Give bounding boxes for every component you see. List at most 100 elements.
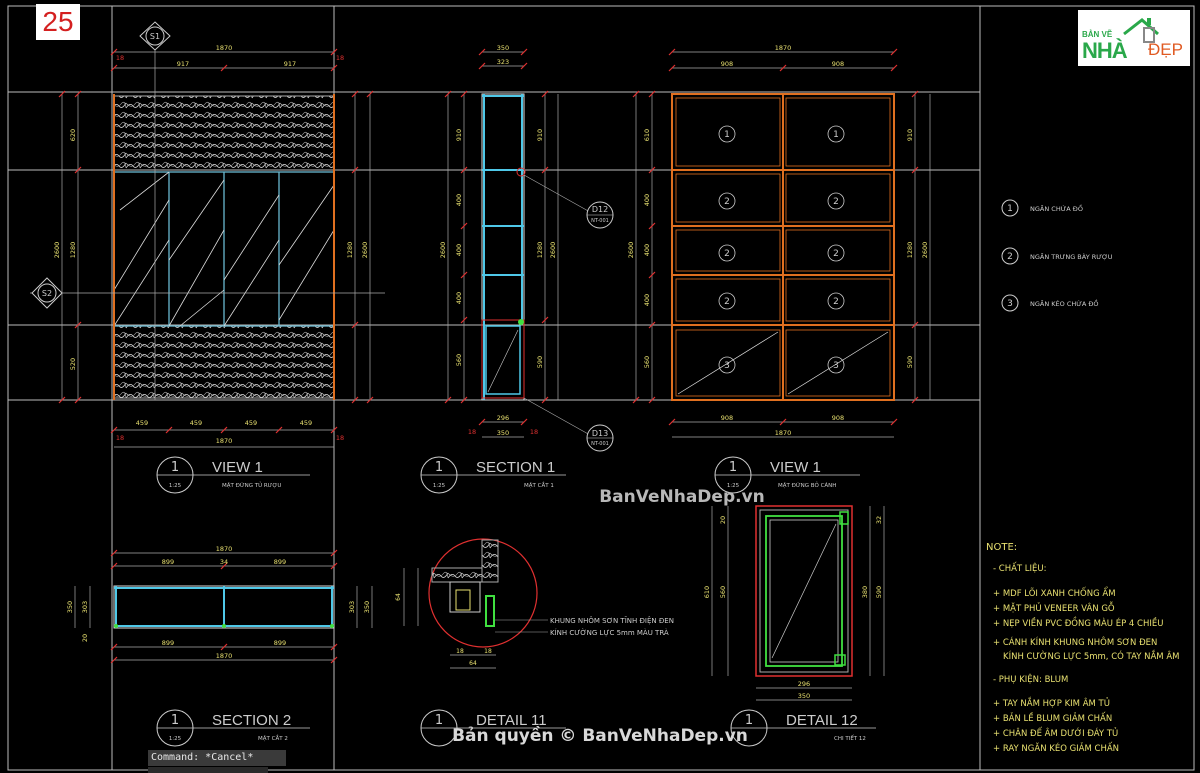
svg-text:459: 459 — [300, 419, 312, 427]
svg-text:1280: 1280 — [69, 242, 77, 259]
svg-text:KÍNH CƯỜNG LỰC 5mm, CÓ TAY NẮM: KÍNH CƯỜNG LỰC 5mm, CÓ TAY NẮM ÂM — [1003, 649, 1179, 662]
svg-text:2: 2 — [833, 197, 839, 207]
svg-text:1: 1 — [745, 713, 753, 728]
svg-text:620: 620 — [69, 129, 77, 141]
svg-text:18: 18 — [468, 428, 476, 436]
svg-text:2: 2 — [1007, 252, 1013, 262]
svg-text:KÍNH CƯỜNG LỰC 5mm MÀU TRÀ: KÍNH CƯỜNG LỰC 5mm MÀU TRÀ — [550, 628, 669, 637]
svg-text:18: 18 — [116, 54, 124, 62]
svg-text:520: 520 — [69, 358, 77, 370]
svg-text:2: 2 — [833, 249, 839, 259]
view1-dim-ticks — [58, 48, 374, 434]
svg-text:+ MDF LÕI XANH CHỐNG ẨM: + MDF LÕI XANH CHỐNG ẨM — [993, 586, 1116, 599]
svg-text:560: 560 — [719, 586, 727, 598]
svg-text:+ BẢN LỀ BLUM GIẢM CHẤN: + BẢN LỀ BLUM GIẢM CHẤN — [993, 711, 1112, 724]
svg-text:303: 303 — [81, 601, 89, 613]
svg-text:18: 18 — [116, 434, 124, 442]
svg-text:+ CÁNH KÍNH KHUNG NHÔM SƠN ĐEN: + CÁNH KÍNH KHUNG NHÔM SƠN ĐEN — [993, 636, 1157, 648]
command-line[interactable]: Command: *Cancel* — [148, 750, 286, 766]
svg-text:560: 560 — [455, 354, 463, 366]
detail11-dimensions — [403, 568, 496, 669]
svg-text:NT-001: NT-001 — [591, 441, 609, 447]
svg-text:1: 1 — [435, 713, 443, 728]
title-view1-left: 1 1:25 VIEW 1 MẶT ĐỨNG TỦ RƯỢU — [156, 456, 310, 494]
svg-text:380: 380 — [861, 586, 869, 598]
svg-text:2: 2 — [724, 197, 730, 207]
svg-text:459: 459 — [190, 419, 202, 427]
svg-text:D13: D13 — [592, 429, 608, 438]
watermark-bottom: Bản quyền © BanVeNhaDep.vn — [452, 725, 748, 746]
svg-text:+ NẸP VIỀN PVC ĐỒNG MÀU ÉP 4 C: + NẸP VIỀN PVC ĐỒNG MÀU ÉP 4 CHIỀU — [993, 616, 1163, 629]
page-number-badge: 25 — [36, 4, 80, 40]
command-line-input[interactable] — [148, 767, 268, 773]
svg-text:910: 910 — [536, 129, 544, 141]
svg-text:20: 20 — [81, 634, 89, 642]
svg-text:KHUNG NHÔM SƠN TĨNH ĐIỆN ĐEN: KHUNG NHÔM SƠN TĨNH ĐIỆN ĐEN — [550, 616, 674, 625]
svg-text:1: 1 — [435, 460, 443, 475]
title-detail12: 1 DETAIL 12 CHI TIẾT 12 — [730, 709, 876, 747]
svg-text:20: 20 — [719, 516, 727, 524]
svg-text:400: 400 — [455, 244, 463, 256]
svg-text:1870: 1870 — [775, 44, 792, 52]
svg-text:- CHẤT LIỆU:: - CHẤT LIỆU: — [993, 562, 1047, 574]
svg-text:910: 910 — [906, 129, 914, 141]
svg-text:2: 2 — [724, 249, 730, 259]
svg-text:400: 400 — [643, 194, 651, 206]
svg-text:1280: 1280 — [906, 242, 914, 259]
detail11-dim-text: 64 64 18 18 — [395, 593, 492, 667]
svg-text:899: 899 — [162, 558, 174, 566]
svg-text:DETAIL 12: DETAIL 12 — [786, 712, 858, 729]
section2-dim-text: 1870 899 34 899 899 899 1870 350 303 303… — [66, 545, 371, 660]
svg-text:459: 459 — [136, 419, 148, 427]
section-marker-s1: S1 — [139, 21, 171, 51]
svg-text:908: 908 — [832, 414, 844, 422]
svg-text:1: 1 — [1007, 204, 1013, 214]
svg-text:SECTION 2: SECTION 2 — [212, 712, 291, 729]
svg-text:NGĂN CHỨA ĐỒ: NGĂN CHỨA ĐỒ — [1030, 203, 1083, 213]
svg-text:+ RAY NGĂN KÉO GIẢM CHẤN: + RAY NGĂN KÉO GIẢM CHẤN — [993, 742, 1119, 754]
title-section1: 1 1:25 SECTION 1 MẶT CẮT 1 — [420, 456, 566, 494]
svg-text:3: 3 — [833, 361, 839, 371]
svg-text:NOTE:: NOTE: — [986, 542, 1017, 553]
view1-elevation — [30, 40, 385, 400]
svg-text:18: 18 — [530, 428, 538, 436]
svg-text:910: 910 — [455, 129, 463, 141]
view1-open-dim-text: 1870 908 908 908 908 1870 2600 610 400 4… — [627, 44, 929, 437]
svg-text:400: 400 — [643, 294, 651, 306]
view1-dim-text: 1870 917 917 18 18 459 459 459 459 1870 … — [53, 44, 369, 445]
svg-text:3: 3 — [724, 361, 730, 371]
svg-text:1: 1 — [724, 130, 730, 140]
title-detail11: 1 DETAIL 11 — [420, 709, 566, 747]
svg-text:350: 350 — [497, 429, 509, 437]
logo-line1: BẢN VẼ — [1082, 30, 1113, 39]
svg-text:899: 899 — [162, 639, 174, 647]
svg-text:560: 560 — [643, 356, 651, 368]
svg-text:296: 296 — [798, 680, 810, 688]
legend-panel: 1 2 3 NGĂN CHỨA ĐỒ NGĂN TRƯNG BÀY RƯỢU N… — [1001, 199, 1113, 312]
svg-text:2: 2 — [833, 297, 839, 307]
svg-text:400: 400 — [455, 292, 463, 304]
svg-text:459: 459 — [245, 419, 257, 427]
notes-panel: NOTE: - CHẤT LIỆU: + MDF LÕI XANH CHỐNG … — [986, 542, 1179, 754]
svg-text:400: 400 — [455, 194, 463, 206]
site-logo: BẢN VẼ NHÀ ĐẸP — [1078, 10, 1190, 66]
section2-plan — [113, 585, 335, 629]
detail11-labels: KHUNG NHÔM SƠN TĨNH ĐIỆN ĐEN KÍNH CƯỜNG … — [550, 616, 674, 637]
svg-text:NGĂN KÉO CHỨA ĐỒ: NGĂN KÉO CHỨA ĐỒ — [1030, 298, 1099, 308]
svg-text:1: 1 — [729, 460, 737, 475]
svg-text:SECTION 1: SECTION 1 — [476, 459, 555, 476]
svg-text:1: 1 — [833, 130, 839, 140]
svg-text:908: 908 — [721, 414, 733, 422]
svg-text:+ TAY NẮM HỢP KIM ÂM TỦ: + TAY NẮM HỢP KIM ÂM TỦ — [993, 696, 1110, 709]
svg-text:+ CHÂN ĐẾ ÂM DƯỚI ĐÁY TỦ: + CHÂN ĐẾ ÂM DƯỚI ĐÁY TỦ — [993, 727, 1118, 739]
logo-line3: ĐẸP — [1148, 40, 1183, 59]
svg-text:2600: 2600 — [549, 242, 557, 259]
svg-text:1870: 1870 — [216, 652, 233, 660]
svg-text:- PHỤ KIỆN: BLUM: - PHỤ KIỆN: BLUM — [993, 673, 1068, 685]
svg-text:3: 3 — [1007, 299, 1013, 309]
svg-text:1280: 1280 — [536, 242, 544, 259]
svg-text:323: 323 — [497, 58, 509, 66]
svg-text:DETAIL 11: DETAIL 11 — [476, 712, 547, 729]
